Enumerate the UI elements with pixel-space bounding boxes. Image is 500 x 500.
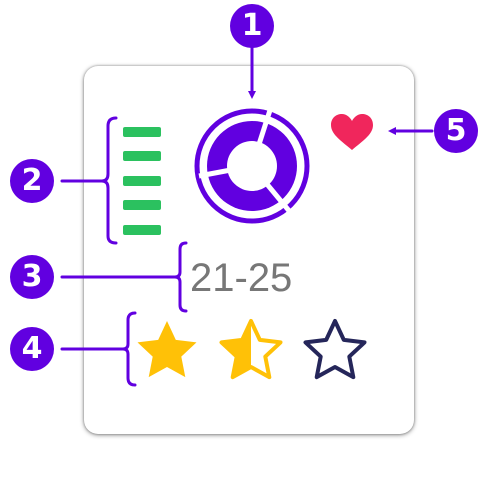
level-bar <box>123 151 161 161</box>
level-bar <box>123 200 161 210</box>
age-range: 21-25 <box>190 256 293 300</box>
level-bar <box>123 127 161 137</box>
heart-icon[interactable] <box>331 114 373 150</box>
level-bar <box>123 176 161 186</box>
callout-badge-1: 1 <box>230 4 274 48</box>
callout-number: 5 <box>445 113 467 148</box>
callout-number: 1 <box>241 8 263 43</box>
level-bar <box>123 225 161 235</box>
callout-badge-2: 2 <box>10 159 54 203</box>
callout-number: 3 <box>21 259 43 294</box>
star-filled-icon <box>137 321 197 378</box>
star-empty-icon <box>303 319 367 380</box>
callout-brace-3 <box>173 241 188 313</box>
callout-number: 2 <box>21 163 43 198</box>
callout-brace-2 <box>100 116 118 245</box>
callout-badge-3: 3 <box>10 255 54 299</box>
level-bars <box>123 127 161 235</box>
callout-number: 4 <box>21 331 43 366</box>
callout-badge-4: 4 <box>10 327 54 371</box>
callout-brace-4 <box>121 311 137 387</box>
star-rating <box>137 319 367 380</box>
callout-badge-5: 5 <box>434 109 478 153</box>
star-half-icon <box>219 319 283 380</box>
circular-arrows-icon <box>194 103 310 224</box>
